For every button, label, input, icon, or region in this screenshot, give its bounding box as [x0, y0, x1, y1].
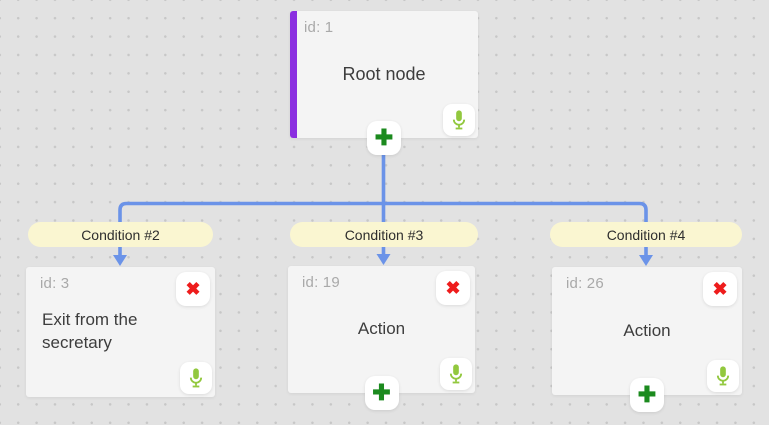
- add-icon: ✚: [374, 125, 394, 150]
- record-voice-button[interactable]: [707, 360, 739, 392]
- connector-right: [383, 201, 648, 256]
- child-node[interactable]: id: 26 ✖ Action ✚: [552, 267, 742, 412]
- node-id-label: id: 3: [40, 275, 70, 292]
- microphone-icon: [452, 110, 466, 130]
- record-voice-button[interactable]: [180, 362, 212, 394]
- connector-left: [118, 201, 384, 256]
- root-accent-bar: [290, 11, 297, 138]
- add-icon: ✚: [637, 382, 657, 407]
- close-icon: ✖: [445, 277, 461, 298]
- node-id-label: id: 19: [302, 274, 340, 291]
- arrow-down-icon: [376, 254, 391, 265]
- condition-pill[interactable]: Condition #3: [290, 222, 478, 247]
- node-id-label: id: 1: [304, 19, 334, 36]
- microphone-icon: [189, 368, 203, 388]
- child-node[interactable]: id: 19 ✖ Action ✚: [288, 266, 475, 410]
- node-title: Root node: [342, 64, 426, 85]
- root-node[interactable]: id: 1 Root node ✚: [290, 11, 478, 155]
- add-child-button[interactable]: ✚: [367, 121, 401, 155]
- node-title: Exit from the secretary: [42, 310, 138, 352]
- record-voice-button[interactable]: [440, 358, 472, 390]
- node-title: Action: [623, 320, 671, 340]
- add-child-button[interactable]: ✚: [630, 378, 664, 412]
- close-icon: ✖: [712, 278, 728, 299]
- microphone-icon: [449, 364, 463, 384]
- node-id-label: id: 26: [566, 275, 604, 292]
- add-child-button[interactable]: ✚: [364, 376, 399, 410]
- delete-node-button[interactable]: ✖: [436, 271, 470, 305]
- close-icon: ✖: [185, 278, 201, 299]
- condition-pill[interactable]: Condition #2: [28, 222, 213, 247]
- record-voice-button[interactable]: [443, 104, 475, 136]
- arrow-down-icon: [113, 255, 127, 266]
- microphone-icon: [716, 366, 730, 386]
- node-title: Action: [357, 319, 406, 339]
- delete-node-button[interactable]: ✖: [703, 272, 737, 306]
- condition-pill[interactable]: Condition #4: [550, 222, 742, 247]
- arrow-down-icon: [639, 255, 653, 266]
- add-icon: ✚: [372, 380, 391, 405]
- delete-node-button[interactable]: ✖: [176, 272, 210, 306]
- child-node[interactable]: id: 3 ✖ Exit from the secretary: [26, 267, 215, 397]
